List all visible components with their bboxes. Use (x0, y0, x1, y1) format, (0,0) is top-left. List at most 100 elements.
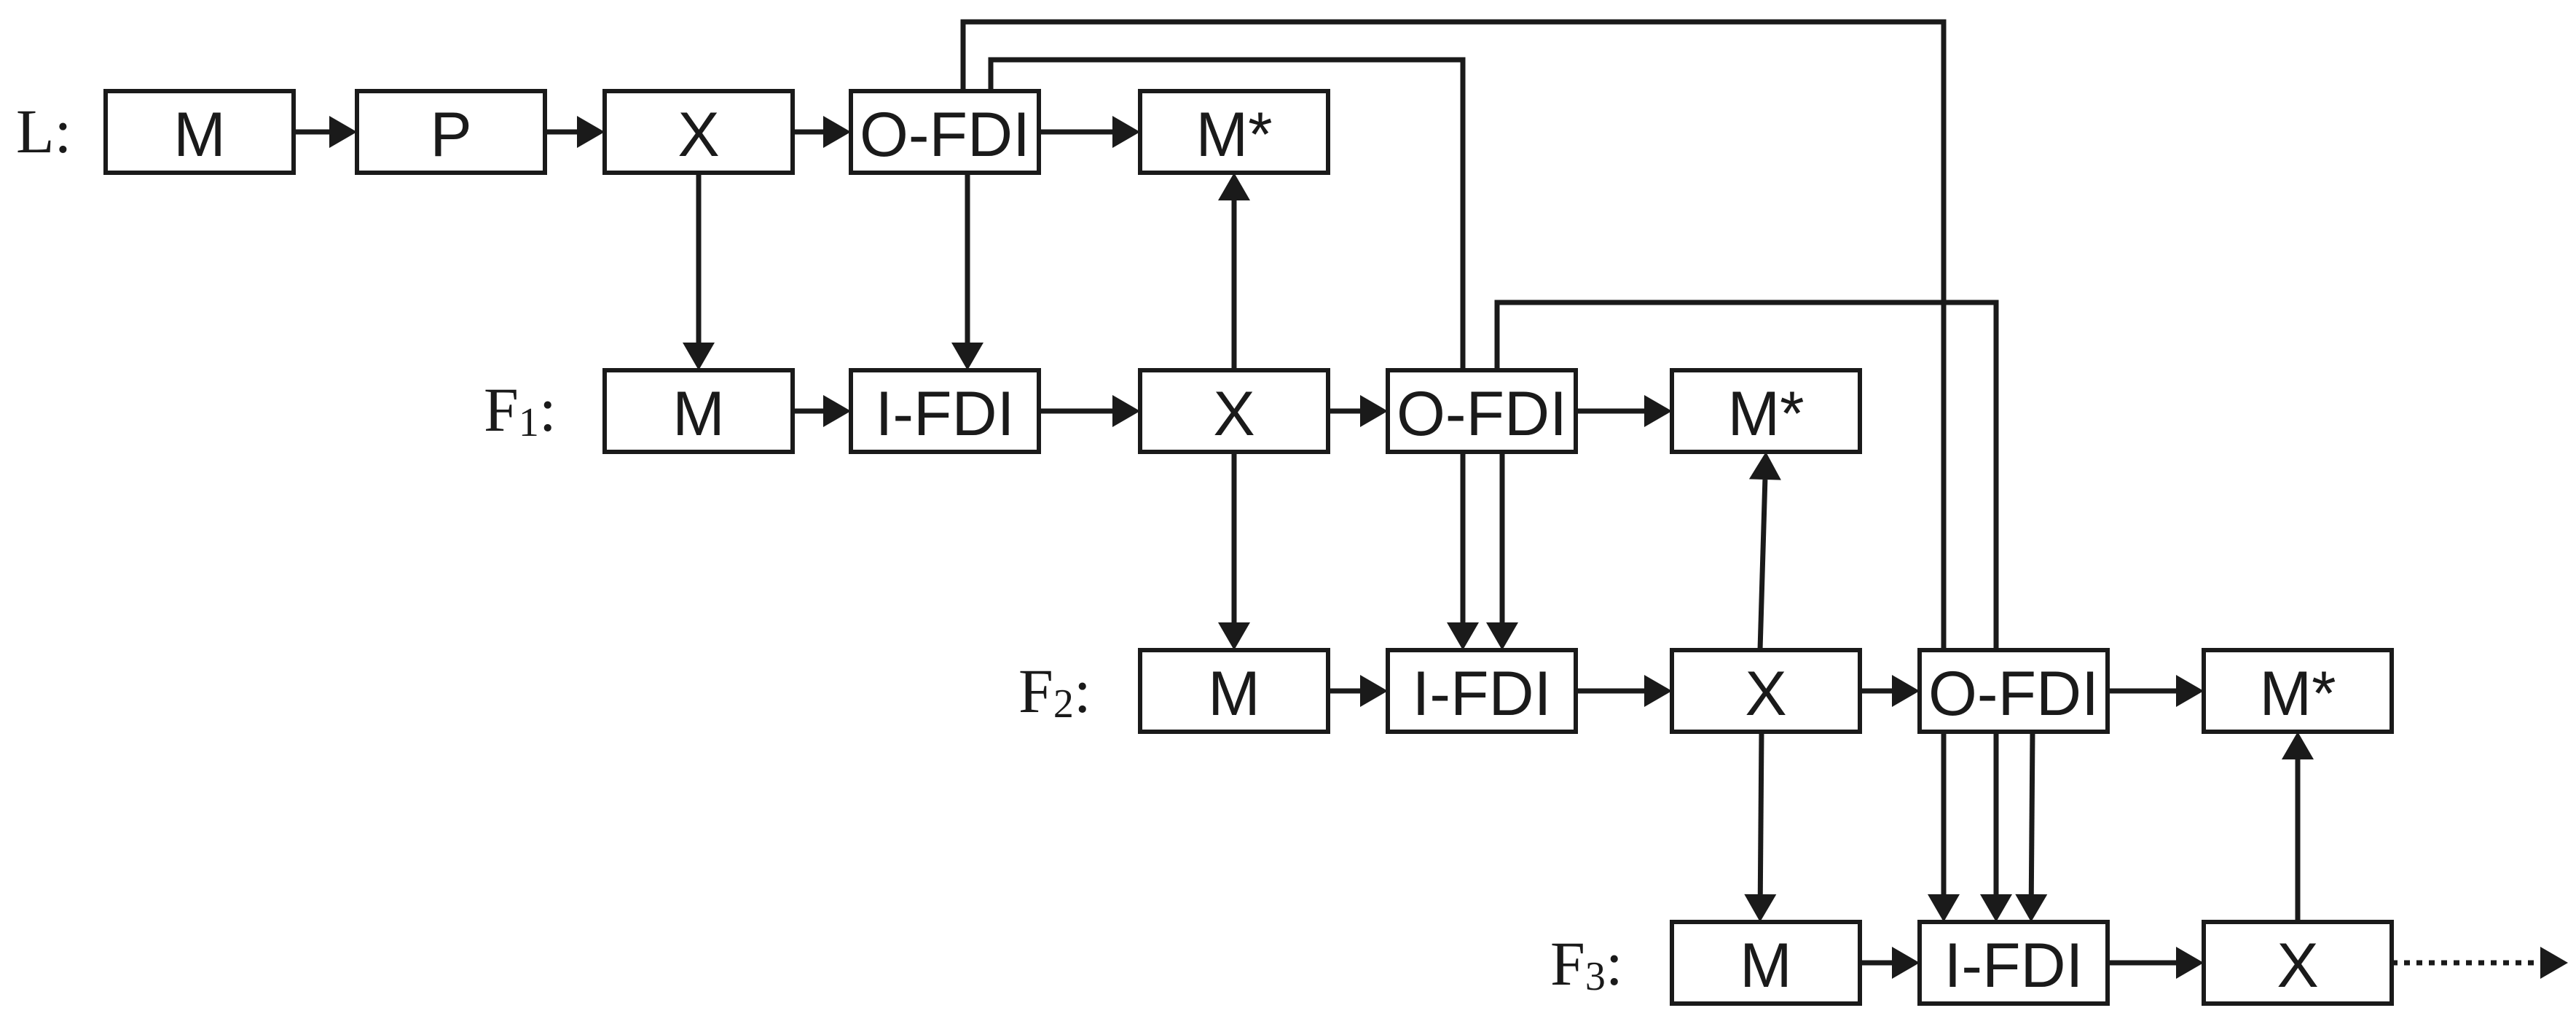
arrowhead-icon (1218, 173, 1250, 200)
arrowhead-icon (823, 395, 851, 427)
node-box-f1-x (1138, 368, 1330, 454)
edge-f2-x-to-f1-ms (1748, 452, 1781, 651)
node-f3-m: M (1670, 920, 1862, 1006)
arrowhead-icon (1360, 675, 1388, 707)
edge-f1-x-to-l-ms (1218, 173, 1250, 370)
node-f3-ifdi: I-FDI (1917, 920, 2110, 1006)
node-f1-ifdi: I-FDI (849, 368, 1041, 454)
node-f2-ofdi: O-FDI (1917, 648, 2110, 734)
node-f1-ms: M* (1670, 368, 1862, 454)
node-f3-x: X (2202, 920, 2394, 1006)
arrowhead-icon (1360, 395, 1388, 427)
edge-f1-ofdi-to-f3-ifdi (1494, 300, 2012, 922)
node-box-f2-ifdi (1386, 648, 1578, 734)
edges (294, 19, 2568, 979)
nodes: M P X O-FDI M* M I-FDI X O-FDI M* M I-FDI X O-FDI M* M I… (103, 89, 2394, 1006)
edge-f1-x-to-f1-ofdi (1328, 395, 1388, 427)
node-box-f2-ofdi (1917, 648, 2110, 734)
edge-f2-ifdi-to-f2-x (1576, 675, 1672, 707)
node-box-f1-m (602, 368, 795, 454)
edge-line (1757, 479, 1768, 651)
row-label-f3: F3: (1550, 929, 1623, 999)
arrowhead-icon (951, 343, 983, 370)
edge-l-m-to-l-p (294, 116, 357, 148)
node-label-f1-ms: M* (1727, 379, 1804, 449)
node-box-f1-ms (1670, 368, 1862, 454)
node-box-f1-ifdi (849, 368, 1041, 454)
edge-f1-x-to-f2-m (1218, 452, 1250, 650)
node-label-f2-m: M (1208, 659, 1260, 729)
arrowhead-icon (1112, 116, 1140, 148)
node-label-l-p: P (430, 100, 471, 170)
arrowhead-icon (1928, 894, 1960, 922)
node-box-f2-ms (2202, 648, 2394, 734)
edge-line (1494, 300, 1999, 894)
arrowhead-icon (1644, 675, 1672, 707)
arrowhead-icon (2540, 947, 2568, 979)
node-label-l-ms: M* (1195, 100, 1272, 170)
arrowhead-icon (1980, 894, 2012, 922)
edge-f1-ofdi-to-f1-ms (1576, 395, 1672, 427)
node-f1-m: M (602, 368, 795, 454)
arrowhead-icon (1644, 395, 1672, 427)
node-f2-m: M (1138, 648, 1330, 734)
arrowhead-icon (329, 116, 357, 148)
arrowhead-icon (1748, 452, 1781, 480)
edge-l-p-to-l-x (545, 116, 605, 148)
node-label-f2-ofdi: O-FDI (1928, 659, 2099, 729)
arrowhead-icon (1218, 622, 1250, 650)
row-label-f2: F2: (1018, 656, 1091, 727)
node-f2-x: X (1670, 648, 1862, 734)
node-label-f2-ms: M* (2259, 659, 2336, 729)
edge-f3-x-to-f2-ms (2282, 732, 2314, 922)
node-label-f3-m: M (1740, 931, 1792, 1001)
arrowhead-icon (2176, 675, 2204, 707)
edge-l-ofdi-to-f1-ifdi (951, 173, 983, 370)
row-label-f1: F1: (484, 375, 557, 445)
edge-f2-x-to-f3-m (1744, 731, 1777, 922)
arrowhead-icon (1892, 947, 1920, 979)
node-label-f3-x: X (2277, 931, 2318, 1001)
node-box-l-ofdi (849, 89, 1041, 175)
edge-line (988, 57, 1466, 622)
node-box-l-x (602, 89, 795, 175)
edge-f2-m-to-f2-ifdi (1328, 675, 1388, 707)
node-l-x: X (602, 89, 795, 175)
node-box-f2-m (1138, 648, 1330, 734)
edge-f2-x-to-f2-ofdi (1860, 675, 1920, 707)
arrowhead-icon (1112, 395, 1140, 427)
arrowhead-icon (1447, 622, 1479, 650)
edge-l-ofdi-to-f2-ifdi (988, 57, 1479, 650)
node-label-f1-ofdi: O-FDI (1397, 379, 1567, 449)
edge-f3-ifdi-to-f3-x (2108, 947, 2204, 979)
arrowhead-icon (2176, 947, 2204, 979)
node-label-f1-x: X (1213, 379, 1254, 449)
edge-f2-ofdi-to-f2-ms (2108, 675, 2204, 707)
edge-f1-m-to-f1-ifdi (793, 395, 851, 427)
node-box-f2-x (1670, 648, 1862, 734)
edge-f2-ofdi-to-f3-ifdi (2015, 731, 2048, 922)
node-l-ms: M* (1138, 89, 1330, 175)
edge-f1-ifdi-to-f1-x (1039, 395, 1140, 427)
edge-l-ofdi-to-l-ms (1039, 116, 1140, 148)
arrowhead-icon (2015, 894, 2048, 922)
edge-l-x-to-l-ofdi (793, 116, 851, 148)
node-box-f3-x (2202, 920, 2394, 1006)
edge-line (960, 19, 1947, 894)
node-box-f3-m (1670, 920, 1862, 1006)
node-label-f3-ifdi: I-FDI (1944, 931, 2083, 1001)
arrowhead-icon (2282, 732, 2314, 759)
edge-line (1757, 731, 1764, 895)
node-label-l-x: X (678, 100, 719, 170)
arrowhead-icon (823, 116, 851, 148)
node-l-m: M (103, 89, 296, 175)
node-l-ofdi: O-FDI (849, 89, 1041, 175)
node-label-f1-ifdi: I-FDI (875, 379, 1014, 449)
arrowhead-icon (577, 116, 605, 148)
edge-f3-m-to-f3-ifdi (1860, 947, 1920, 979)
node-box-l-ms (1138, 89, 1330, 175)
node-f2-ifdi: I-FDI (1386, 648, 1578, 734)
node-box-l-p (355, 89, 547, 175)
node-box-f1-ofdi (1386, 368, 1578, 454)
